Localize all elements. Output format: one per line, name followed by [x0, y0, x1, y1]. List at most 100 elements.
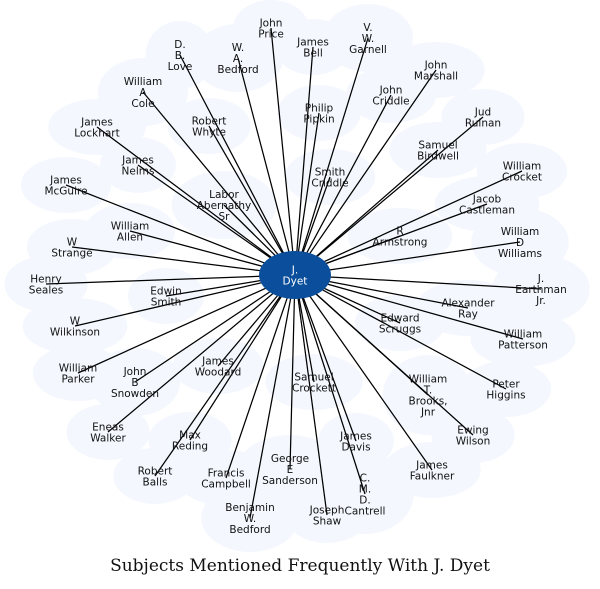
node-label-line: John	[379, 85, 403, 97]
node-label-line: Jacob	[472, 194, 502, 206]
node-label-line: William	[124, 76, 162, 88]
node-label-line: Jud	[474, 107, 491, 119]
node-label-line: Reding	[172, 441, 208, 453]
node-label-line: Robert	[138, 466, 173, 478]
node-label-line: D.	[359, 495, 370, 507]
node-label-line: Criddle	[372, 96, 409, 108]
edge-line	[294, 274, 433, 471]
center-node-group: J.Dyet	[259, 251, 331, 299]
center-node-label: J.Dyet	[283, 265, 308, 288]
node-label[interactable]: W.A.Bedford	[217, 42, 258, 76]
edge-line	[294, 94, 392, 276]
edge-line	[134, 274, 296, 383]
node-label[interactable]: D.B.Love	[168, 39, 193, 73]
node-label-line: Alexander	[441, 298, 495, 310]
node-label-line: Jr.	[535, 295, 546, 307]
node-label-line: Brooks,	[408, 396, 447, 408]
edge-line	[294, 274, 524, 340]
node-label-line: C.	[360, 473, 371, 485]
node-label-line: William	[503, 161, 541, 173]
edge-line	[294, 274, 328, 516]
node-label-line: Patterson	[498, 340, 548, 352]
node-label-line: Benjamin	[225, 502, 274, 514]
node-label-line: James	[80, 117, 113, 129]
center-label-line: J.	[291, 265, 298, 277]
node-label-line: R	[396, 226, 403, 238]
node-label-line: Edwin	[150, 286, 181, 298]
node-label[interactable]: C.M.D.Cantrell	[345, 473, 386, 518]
node-label-line: Allen	[117, 232, 143, 244]
node-label-line: William	[504, 329, 542, 341]
node-label-line: Campbell	[201, 479, 251, 491]
edge-line	[294, 274, 474, 436]
node-label-line: M.	[359, 484, 371, 496]
edge-line	[294, 149, 439, 276]
node-label-line: Faulkner	[410, 471, 455, 483]
edge-line	[294, 46, 314, 276]
node-label-line: J.	[537, 273, 544, 285]
edge-line	[294, 112, 320, 276]
node-label-line: Ewing	[457, 425, 488, 437]
node-label-line: Marshall	[414, 71, 458, 83]
node-label-line: Garnell	[349, 44, 387, 56]
node-label-line: D	[516, 237, 524, 249]
node-label-line: Bell	[303, 48, 323, 60]
node-label-line: Rulnan	[465, 118, 501, 130]
center-node[interactable]	[259, 251, 331, 299]
center-label-line: Dyet	[283, 276, 308, 288]
node-label[interactable]: V.W.Garnell	[349, 22, 387, 56]
node-label-line: Cantrell	[345, 506, 386, 518]
node-label-line: Davis	[341, 442, 370, 454]
edge-line	[294, 274, 542, 290]
node-label-line: James	[121, 155, 154, 167]
edge-layer	[45, 27, 542, 519]
node-label-line: Castleman	[459, 205, 515, 217]
node-label-line: Ray	[458, 309, 478, 321]
